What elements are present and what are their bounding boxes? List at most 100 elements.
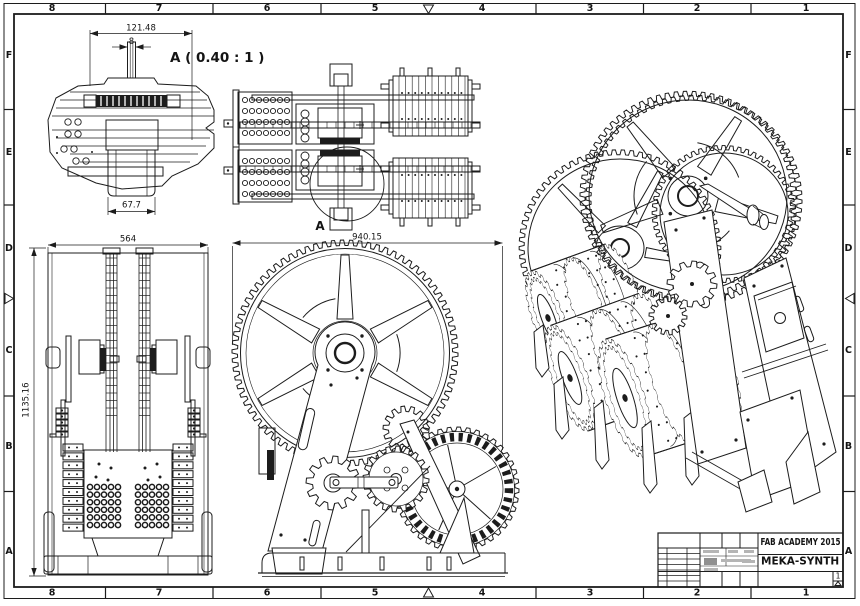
line-art: [407, 200, 410, 202]
line-art: [388, 79, 394, 133]
line-art: [271, 547, 327, 575]
line-art: [62, 470, 84, 479]
line-art: [422, 4, 435, 15]
line-art: [744, 550, 754, 553]
line-art: [93, 514, 101, 521]
zone-column-label: 1: [803, 588, 810, 599]
line-art: [329, 63, 353, 87]
line-art: [86, 498, 94, 506]
line-art: [700, 450, 704, 454]
line-art: [434, 118, 436, 120]
line-art: [105, 119, 159, 151]
line-art: [248, 118, 256, 126]
line-art: [241, 118, 249, 126]
line-art: [752, 284, 756, 288]
dim-arrow: [135, 44, 144, 50]
line-art: [703, 176, 708, 181]
line-art: [337, 556, 343, 571]
line-art: [76, 455, 78, 458]
line-art: [76, 499, 78, 502]
line-art: [93, 506, 101, 514]
line-art: [109, 466, 113, 470]
line-art: [401, 466, 409, 474]
line-art: [822, 442, 826, 446]
line-art: [141, 483, 149, 491]
line-art: [226, 169, 230, 172]
line-art: [172, 496, 194, 505]
line-art: [178, 499, 180, 502]
line-art: [178, 482, 180, 485]
line-art: [155, 339, 178, 375]
line-art: [741, 343, 827, 373]
line-art: [100, 491, 108, 498]
line-art: [434, 174, 436, 176]
line-art: [785, 430, 821, 505]
line-art: [697, 142, 740, 178]
line-art: [780, 264, 784, 268]
line-art: [162, 514, 170, 521]
line-art: [186, 464, 188, 467]
line-art: [241, 107, 249, 115]
line-art: [49, 433, 57, 438]
line-art: [283, 190, 291, 198]
line-art: [269, 168, 277, 176]
line-art: [172, 505, 194, 514]
line-art: [93, 483, 101, 491]
line-art: [360, 368, 364, 372]
line-art: [97, 462, 101, 466]
line-art: [237, 91, 293, 145]
line-art: [467, 79, 473, 133]
line-art: [300, 133, 310, 143]
line-art: [187, 413, 201, 420]
line-art: [399, 217, 405, 227]
line-art: [223, 166, 234, 175]
line-art: [545, 314, 551, 322]
line-art: [102, 247, 121, 255]
line-art: [269, 107, 277, 115]
dim-arrow: [31, 568, 37, 576]
line-art: [62, 505, 84, 514]
line-art: [64, 130, 72, 138]
line-art: [68, 482, 70, 485]
line-art: [332, 479, 340, 486]
line-art: [667, 439, 670, 442]
line-art: [91, 537, 165, 557]
zone-column-label: 5: [372, 3, 379, 14]
line-art: [308, 519, 321, 547]
title-block-organization: FAB ACADEMY 2015: [761, 537, 841, 548]
line-art: [380, 204, 390, 211]
zone-row-label: B: [845, 441, 852, 452]
line-art: [453, 92, 456, 94]
line-art: [178, 517, 180, 520]
line-art: [107, 483, 115, 491]
line-art: [255, 179, 263, 187]
title-block-sheet-number: 1: [836, 572, 841, 581]
line-art: [757, 285, 797, 301]
line-art: [453, 200, 456, 202]
line-art: [155, 514, 163, 521]
line-art: [355, 376, 359, 380]
line-art: [83, 94, 97, 108]
line-art: [369, 299, 433, 344]
zone-row-label: D: [5, 243, 13, 254]
line-art: [86, 491, 94, 498]
line-art: [471, 83, 481, 90]
line-art: [576, 322, 579, 326]
line-art: [114, 514, 122, 521]
line-art: [62, 496, 84, 505]
line-art: [557, 183, 607, 234]
line-art: [114, 506, 122, 514]
line-art: [62, 488, 84, 496]
line-art: [93, 521, 101, 529]
line-art: [237, 149, 293, 203]
line-art: [248, 179, 256, 187]
line-art: [276, 190, 284, 198]
line-art: [803, 325, 815, 343]
line-art: [379, 556, 385, 571]
line-art: [93, 498, 101, 506]
line-art: [844, 292, 855, 305]
line-art: [333, 207, 349, 221]
line-art: [76, 473, 78, 476]
line-art: [148, 491, 156, 498]
line-art: [447, 444, 456, 482]
